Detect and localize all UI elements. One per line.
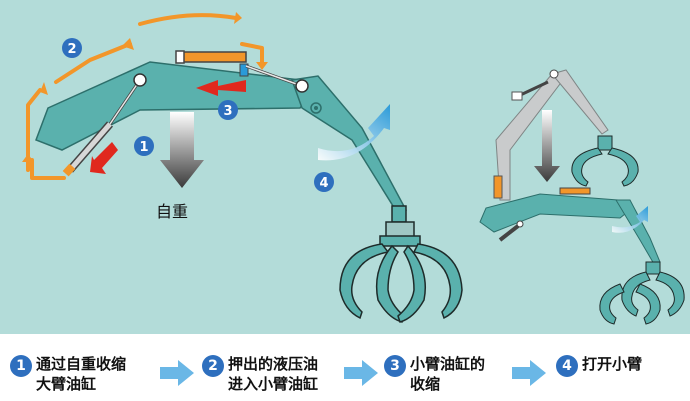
step-2-text: 押出的液压油 进入小臂油缸 — [228, 354, 318, 394]
step-3-line1: 小臂油缸的 — [410, 355, 486, 373]
gravity-label: 自重 — [156, 202, 189, 221]
ghost-gravity-arrow — [534, 110, 560, 182]
legend-arrow-2 — [344, 360, 378, 386]
boom-cylinder — [62, 73, 147, 177]
legend-step-1: 1 通过自重收缩 大臂油缸 — [10, 354, 126, 394]
step-4-badge: 4 — [556, 355, 578, 377]
legend-arrow-3 — [512, 360, 546, 386]
ghost-blue-arrow — [612, 206, 648, 233]
step-3-text: 小臂油缸的 收缩 — [410, 354, 485, 394]
step-4-text: 打开小臂 — [582, 354, 642, 374]
step-1-badge: 1 — [10, 355, 32, 377]
ghost-excavator-closed — [493, 69, 639, 201]
marker-1: 1 — [134, 136, 154, 156]
step-2-line2: 进入小臂油缸 — [228, 375, 319, 393]
legend-arrow-1 — [160, 360, 194, 386]
red-arrow-boom — [90, 142, 118, 174]
marker-2: 2 — [62, 38, 82, 58]
legend-step-4: 4 打开小臂 — [556, 354, 642, 377]
step-1-text: 通过自重收缩 大臂油缸 — [36, 354, 126, 394]
boom-pivot-center — [314, 106, 318, 110]
step-2-line1: 押出的液压油 — [228, 355, 319, 373]
step-3-badge: 3 — [384, 355, 406, 377]
hydraulic-flow-path — [26, 13, 264, 180]
grapple — [339, 205, 463, 323]
red-arrow-stick — [196, 80, 246, 96]
step-legend: 1 通过自重收缩 大臂油缸 2 押出的液压油 进入小臂油缸 3 小臂油缸的 收缩 — [0, 334, 690, 401]
ghost-excavator-open — [479, 187, 685, 325]
stick-cylinder — [175, 50, 309, 93]
blue-open-arrow — [318, 104, 390, 161]
stick-arm — [290, 75, 408, 215]
legend-step-2: 2 押出的液压油 进入小臂油缸 — [202, 354, 318, 394]
svg-text:3: 3 — [223, 104, 232, 119]
svg-text:1: 1 — [139, 140, 148, 155]
svg-text:2: 2 — [67, 42, 76, 57]
step-1-line1: 通过自重收缩 — [36, 355, 127, 373]
diagram-artwork: 1 2 3 4 — [22, 12, 685, 325]
hydraulic-flow-arrowheads — [22, 12, 268, 162]
svg-text:4: 4 — [319, 176, 328, 191]
marker-4: 4 — [314, 172, 334, 192]
step-2-badge: 2 — [202, 355, 224, 377]
step-3-line2: 收缩 — [410, 375, 441, 393]
marker-3: 3 — [218, 100, 238, 120]
legend-step-3: 3 小臂油缸的 收缩 — [384, 354, 485, 394]
step-4-line1: 打开小臂 — [582, 355, 643, 373]
step-1-line2: 大臂油缸 — [36, 375, 97, 393]
gravity-arrow — [160, 112, 204, 188]
